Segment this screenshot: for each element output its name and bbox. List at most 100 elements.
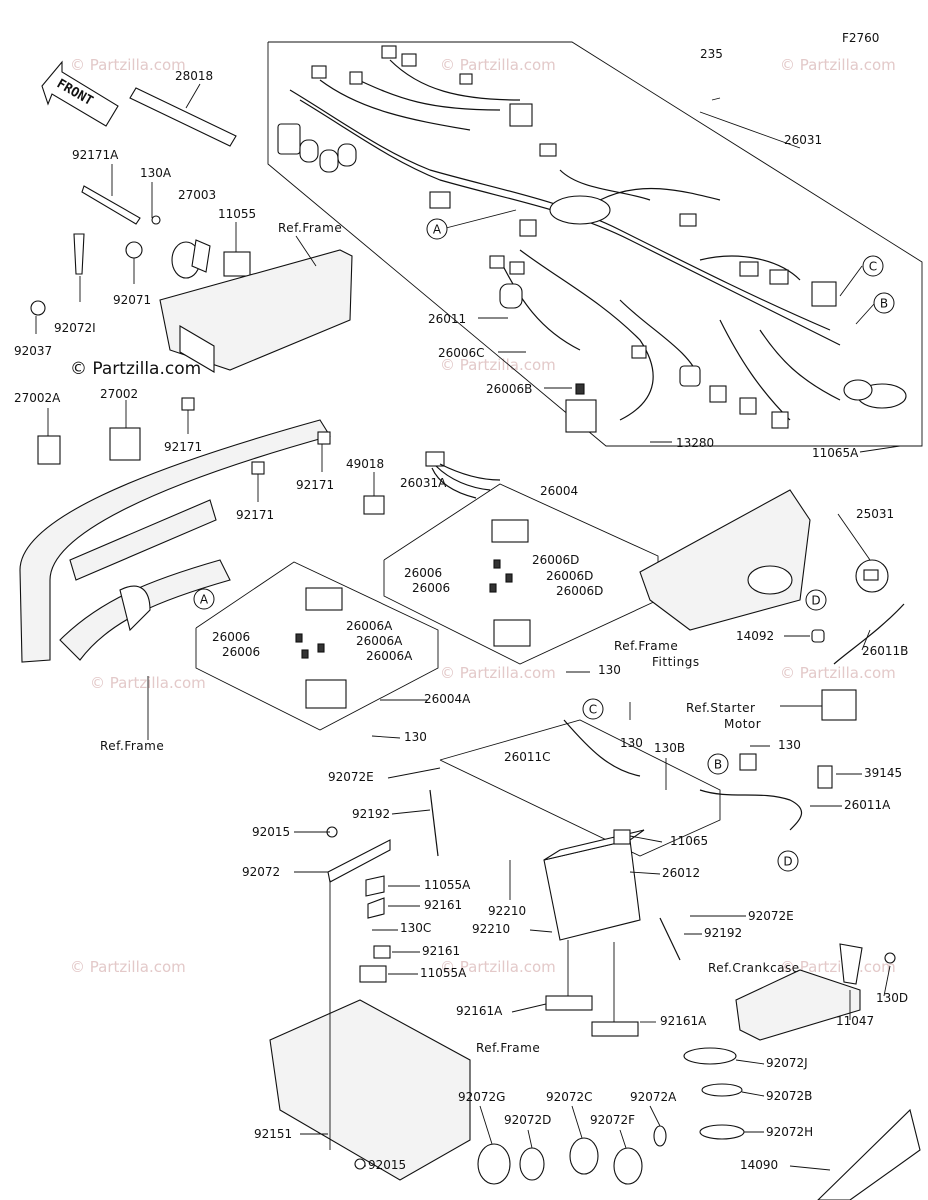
part-label: 92192	[704, 926, 742, 940]
part-label: 26006	[222, 645, 260, 659]
part-label: 26006	[212, 630, 250, 644]
crankcase	[735, 943, 896, 1041]
watermark-text: © Partzilla.com	[440, 958, 556, 976]
part-label: 92072F	[590, 1113, 635, 1127]
part-label: 92161A	[660, 1014, 707, 1028]
part-label: 92161A	[456, 1004, 503, 1018]
part-label: 26006C	[438, 346, 485, 360]
part-label: 26006	[412, 581, 450, 595]
callout-b: B	[714, 758, 722, 772]
part-label: 11055	[218, 207, 256, 221]
ref-frame-bottom: Ref.Frame	[476, 1041, 540, 1055]
callout-d: D	[783, 855, 792, 869]
part-label: 14092	[736, 629, 774, 643]
harness-enclosure	[267, 41, 923, 447]
watermark-text: © Partzilla.com	[780, 56, 896, 74]
part-label: 92161	[424, 898, 462, 912]
figure-code: F2760	[842, 31, 879, 45]
ref-frame-top: Ref.Frame	[278, 221, 342, 235]
ref-starter-motor-line1: Ref.Starter	[686, 701, 755, 715]
part-label: 92151	[254, 1127, 292, 1141]
watermark-text: © Partzilla.com	[70, 958, 186, 976]
frame-fittings	[639, 489, 889, 631]
part-label: 130B	[654, 741, 685, 755]
part-label: 26006D	[546, 569, 593, 583]
top-left-parts	[30, 83, 251, 465]
part-label: 92071	[113, 293, 151, 307]
part-label: 92072B	[766, 1089, 812, 1103]
watermark-text: © Partzilla.com	[440, 56, 556, 74]
part-label: 49018	[346, 457, 384, 471]
part-label: 92171A	[72, 148, 119, 162]
callout-c: C	[869, 260, 877, 274]
watermark-text: © Partzilla.com	[440, 664, 556, 682]
part-label: 92210	[488, 904, 526, 918]
part-label: 11065A	[812, 446, 859, 460]
part-label: 26006D	[532, 553, 579, 567]
part-label: 92072G	[458, 1090, 505, 1104]
part-label: 27002A	[14, 391, 61, 405]
part-label: 26006A	[356, 634, 403, 648]
harness-lead-lines	[445, 97, 901, 453]
ref-frame-fittings-line2: Fittings	[652, 655, 700, 669]
fuse-box-26004a	[295, 587, 347, 709]
clamps	[477, 1047, 921, 1200]
part-label: 26011B	[862, 644, 908, 658]
part-label: 235	[700, 47, 723, 61]
callout-d: D	[811, 594, 820, 608]
part-label: 92015	[368, 1158, 406, 1172]
watermark-text: © Partzilla.com	[440, 356, 556, 374]
part-label: 39145	[864, 766, 902, 780]
part-label: 11047	[836, 1014, 874, 1028]
part-label: 92161	[422, 944, 460, 958]
callout-b: B	[880, 297, 888, 311]
part-label: 25031	[856, 507, 894, 521]
part-label: 130A	[140, 166, 172, 180]
lower-lead-lines	[294, 513, 891, 1171]
callout-circles: A C B A D C B D	[193, 218, 895, 872]
part-label: 26012	[662, 866, 700, 880]
callout-a: A	[200, 593, 209, 607]
part-label: 26006A	[346, 619, 393, 633]
part-label: 27002	[100, 387, 138, 401]
callout-a: A	[433, 223, 442, 237]
starter-area	[563, 603, 905, 831]
part-label: 26031A	[400, 476, 447, 490]
watermark-text: © Partzilla.com	[780, 958, 896, 976]
part-label: 26006B	[486, 382, 532, 396]
part-label: 92015	[252, 825, 290, 839]
part-label: 130	[404, 730, 427, 744]
part-label: 92210	[472, 922, 510, 936]
ref-starter-motor-line2: Motor	[724, 717, 761, 731]
part-label: 130C	[400, 921, 431, 935]
part-label: 13280	[676, 436, 714, 450]
part-label: 92171	[236, 508, 274, 522]
part-label: 130	[778, 738, 801, 752]
main-harness-illustration	[277, 45, 907, 433]
part-label: 92072	[242, 865, 280, 879]
ref-frame-left: Ref.Frame	[100, 739, 164, 753]
ref-frame-fittings-line1: Ref.Frame	[614, 639, 678, 653]
part-label: 130	[620, 736, 643, 750]
bottom-frame	[269, 826, 471, 1181]
part-label: 92072A	[630, 1090, 677, 1104]
part-label: 26011C	[504, 750, 551, 764]
part-label: 26006	[404, 566, 442, 580]
battery-area	[327, 719, 721, 1037]
fuse-box-a-enclosure	[195, 561, 439, 731]
part-label: 26006D	[556, 584, 603, 598]
watermark-text: © Partzilla.com	[70, 56, 186, 74]
part-label: 26004A	[424, 692, 471, 706]
part-label: 26031	[784, 133, 822, 147]
part-label: 28018	[175, 69, 213, 83]
upper-frame	[159, 235, 353, 434]
part-labels: 28018 92171A 130A 27003 11055 92071 9207…	[14, 47, 908, 1172]
part-label: 92171	[296, 478, 334, 492]
left-frame	[19, 419, 331, 740]
reference-labels: Ref.Frame Ref.Frame Ref.Frame Fittings R…	[100, 221, 799, 1055]
part-label: 92072J	[766, 1056, 808, 1070]
part-label: 14090	[740, 1158, 778, 1172]
part-label: 11055A	[424, 878, 471, 892]
watermark-text: © Partzilla.com	[780, 664, 896, 682]
